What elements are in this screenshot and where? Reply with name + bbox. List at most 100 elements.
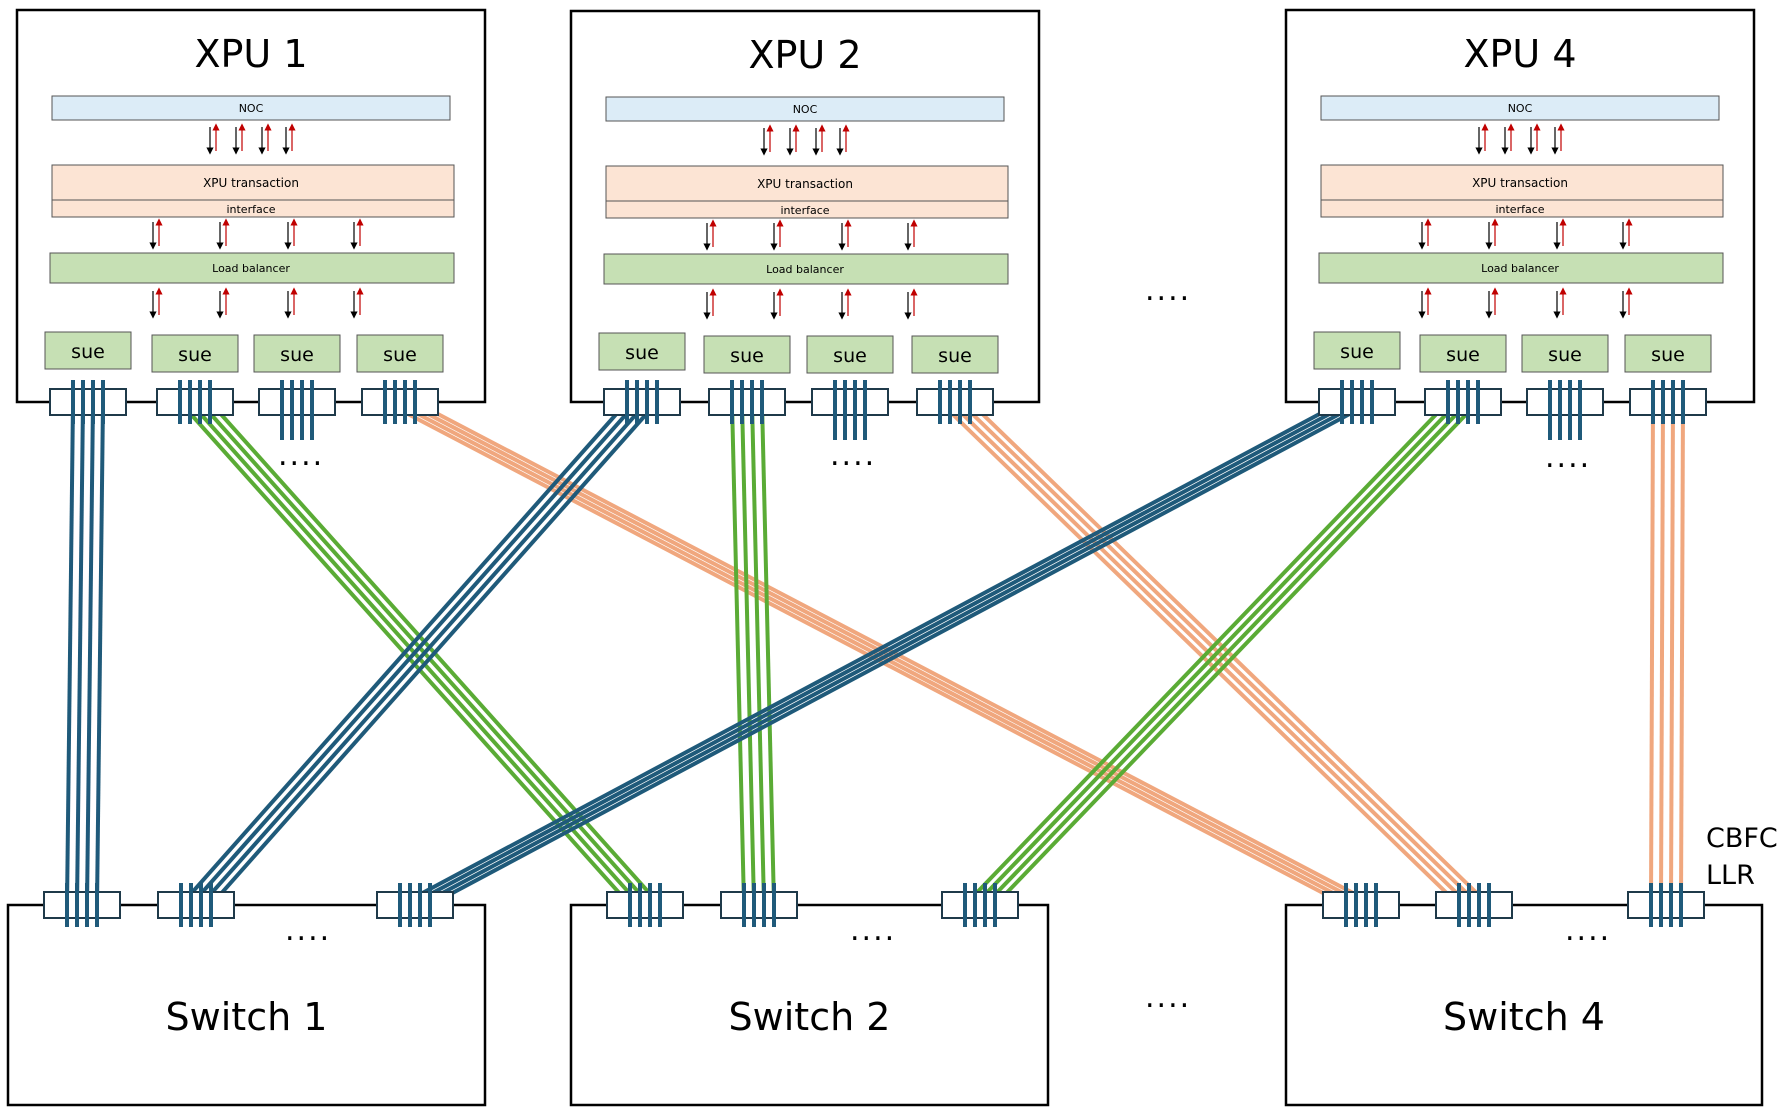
interface-label: interface [226,203,275,216]
link-lane [1679,401,1685,906]
sue-label: sue [730,345,764,367]
sue-block [1521,334,1609,373]
ellipsis-switch2-ports: .... [850,913,896,948]
link-lane [409,400,1353,907]
llr-label: LLR [1706,860,1755,891]
xpu3-port-1 [1318,380,1396,424]
switch-frame [1284,903,1764,1107]
switch-box-1: Switch 1 [6,903,487,1107]
switch-frame [569,903,1050,1107]
xpu1-port-1 [49,380,127,424]
noc-arrows [206,123,296,155]
sue-block [1624,334,1712,373]
ellipsis-xpu4-ports: .... [1545,440,1591,475]
link-lane [75,401,85,906]
switch3-port-1 [1322,883,1400,927]
xpu-transaction-interface-block [605,165,1009,219]
sue-block [44,331,132,370]
link-lane [209,400,659,907]
link-xpu4-switch4 [1649,401,1685,906]
link-xpu1-switch1 [65,401,105,906]
sue-block [806,335,894,374]
sue-label: sue [1651,344,1685,366]
xpu3-port-4 [1629,380,1707,424]
sue-label: sue [938,345,972,367]
link-lane [399,400,1343,907]
sue-label: sue [383,344,417,366]
xpu2-port-4 [916,380,994,424]
xpu1-port-4 [361,380,439,424]
sue-block [151,334,239,373]
sue-label: sue [71,341,105,363]
xpu3-port-3 [1526,380,1604,424]
sue-label: sue [1446,344,1480,366]
switch1-port-1 [43,883,121,927]
xpu-transaction-label: XPU transaction [1472,176,1568,190]
load-balancer-block [603,253,1009,285]
switch1-port-3 [376,883,454,927]
link-lane [95,401,105,906]
xpu2-port-2 [708,380,786,424]
link-lane [1649,401,1655,906]
noc-arrows [760,124,850,156]
link-lane [85,401,95,906]
switch3-port-2 [1435,883,1513,927]
sue-label: sue [625,342,659,364]
switch1-port-2 [157,883,235,927]
load-balancer-label: Load balancer [766,263,844,276]
link-lane [750,401,766,906]
noc-block [1320,95,1720,121]
sue-label: sue [1548,344,1582,366]
xpu-transaction-interface-block [51,164,455,218]
noc-label: NOC [793,103,818,116]
switch2-port-1 [606,883,684,927]
link-lane [1659,401,1665,906]
xpu2-port-3 [811,380,889,424]
link-lane [179,400,629,907]
link-xpu4-switch1 [399,400,1373,907]
xpu-transaction-label: XPU transaction [203,176,299,190]
switch-title: Switch 1 [166,995,328,1039]
port-connectors [43,380,1707,927]
sue-block [598,332,686,371]
link-lane [199,400,649,907]
load-balancer-block [49,252,455,284]
ellipsis-switch4-ports: .... [1565,913,1611,948]
ellipsis-group: .... .... .... .... .... .... .... .... [278,273,1611,1015]
link-lane [419,400,1363,907]
noc-arrows [1475,123,1565,155]
interface-label: interface [1495,203,1544,216]
sue-label: sue [178,344,212,366]
xpu1-port-3 [258,380,336,424]
switch3-port-3 [1627,883,1705,927]
link-lane [65,401,75,906]
noc-block [51,95,451,121]
load-balancer-block [1318,252,1724,284]
sue-label: sue [280,344,314,366]
switch2-port-2 [720,883,798,927]
ellipsis-switch1-ports: .... [285,913,331,948]
link-lane [1669,401,1675,906]
xpu-title: XPU 1 [194,32,307,76]
ellipsis-xpu1-ports: .... [278,438,324,473]
link-xpu4-switch2 [963,400,1480,907]
link-lane [760,401,776,906]
lb-arrows [149,287,364,319]
link-lane [958,400,1481,907]
switch-title: Switch 2 [729,995,891,1039]
interface-label: interface [780,204,829,217]
sue-block [703,335,791,374]
switch-frame [6,903,487,1107]
load-balancer-label: Load balancer [212,262,290,275]
link-lane [968,400,1491,907]
txn-arrows [149,218,364,250]
link-lane [189,400,639,907]
switch-box-2: Switch 2 [569,903,1050,1107]
link-xpu2-switch4 [938,400,1491,907]
xpu3-port-2 [1424,380,1502,424]
link-bundles [65,385,1685,907]
link-lane [973,400,1460,907]
